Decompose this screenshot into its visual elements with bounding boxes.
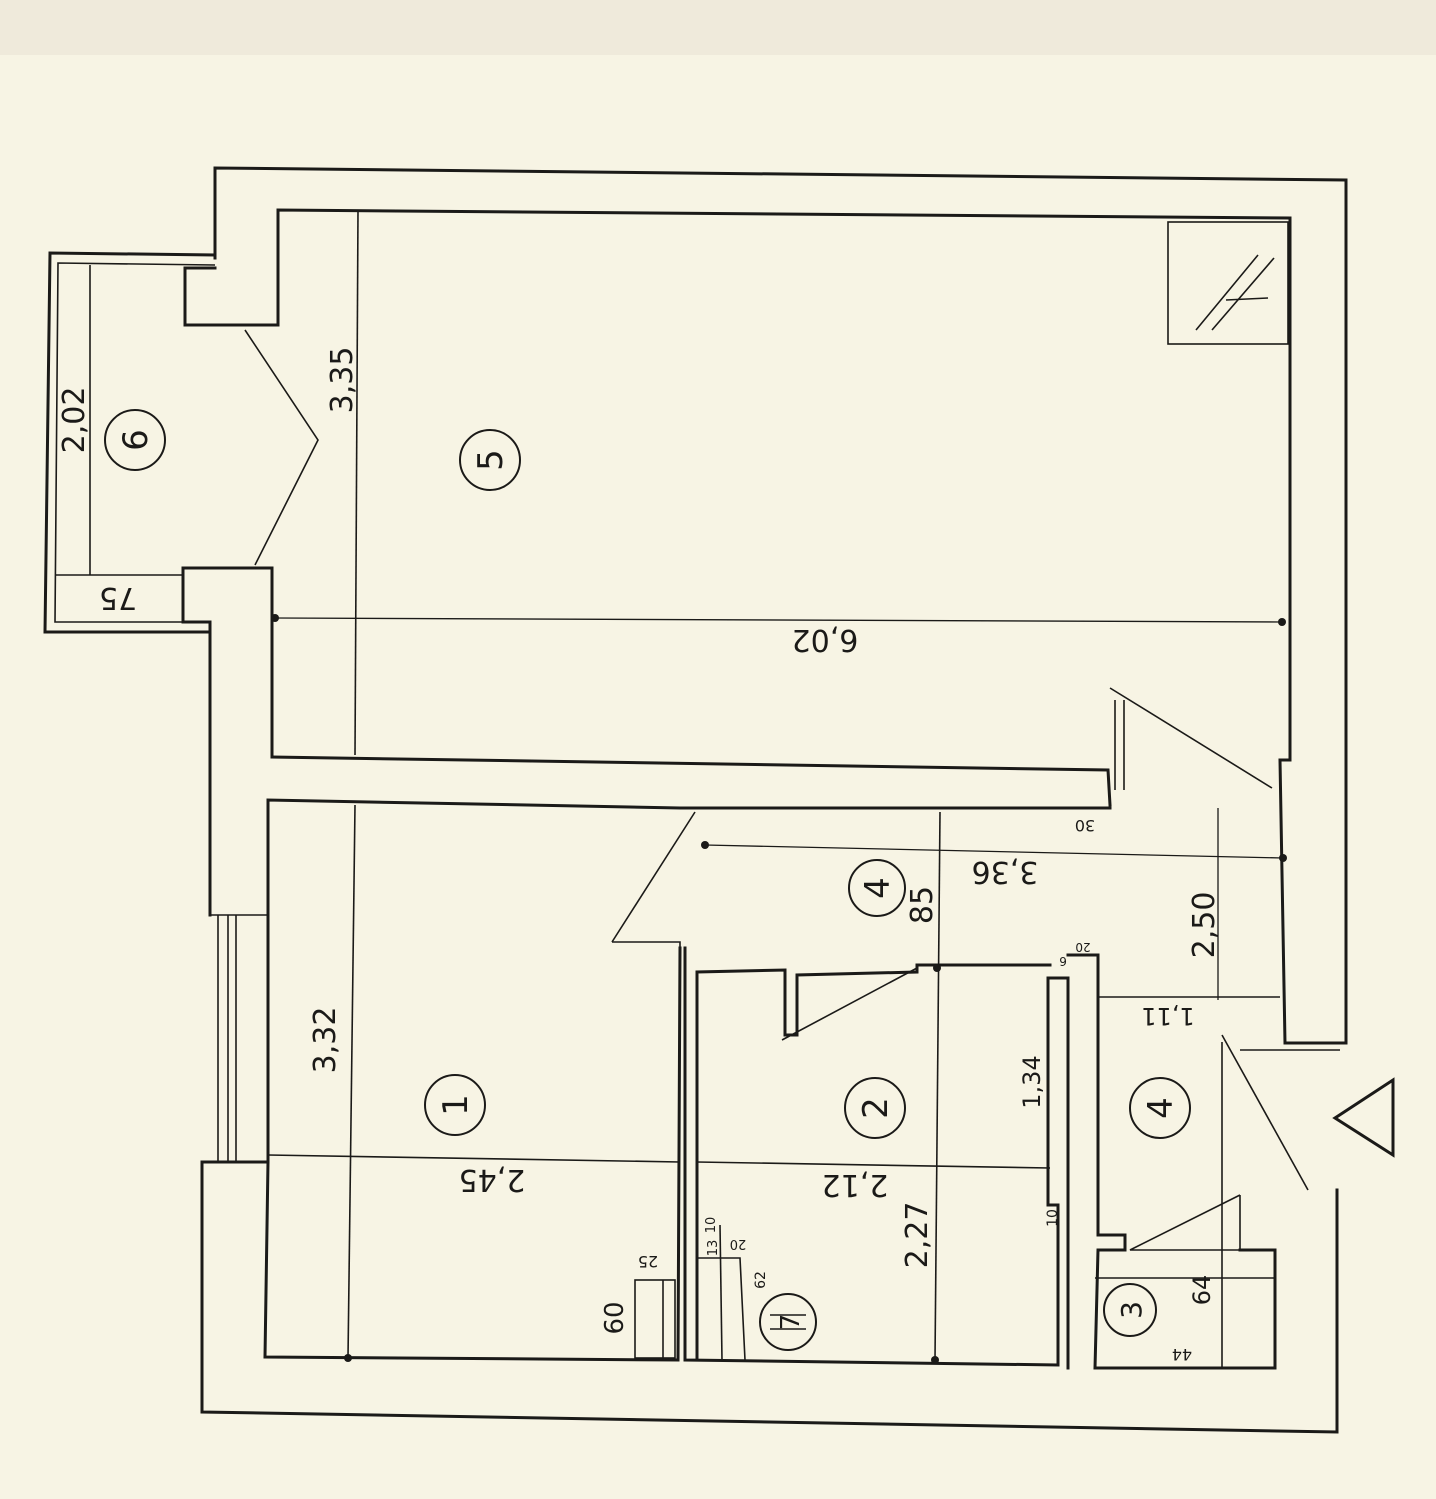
room-4b-label: 4 [1141,1097,1181,1119]
room-3-label: 3 [1115,1301,1148,1319]
dim-room1-length: 3,32 [308,1007,343,1074]
dim-hall-length: 3,36 [972,854,1039,889]
entrance-triangle-icon [1332,1077,1395,1158]
dim-hall-width: 2,50 [1187,892,1222,959]
room-7-label: 7 [776,1314,806,1331]
dim-wall-30: 30 [1075,816,1095,835]
dim-niche-width: 25 [638,1252,658,1271]
dim-bath-width: 44 [1172,1345,1192,1364]
dim-wall-6: 6 [1059,954,1067,968]
hall-walls [1066,953,1340,1370]
dim-room2-width: 2,12 [822,1167,889,1202]
hall-door [1109,687,1273,790]
room-1-walls [210,798,1112,1362]
dim-room1-width: 2,45 [459,1162,526,1197]
dim-room2-side: 1,34 [1018,1055,1046,1108]
dim-balcony-length: 2,02 [57,387,92,454]
dim-wall-20b: 20 [730,1236,747,1251]
dim-room2-length: 2,27 [900,1202,935,1269]
room-2-label: 2 [856,1097,896,1119]
dimension-lines [271,614,1287,1364]
dim-balcony-width: 75 [99,580,137,615]
outer-walls [181,166,1348,1434]
dim-wall-20a: 20 [1075,940,1090,954]
dim-niche-depth: 60 [600,1301,630,1334]
dim-hall-entry: 1,11 [1141,1002,1194,1030]
room-markers [104,409,1191,1351]
dim-room5-length: 6,02 [792,622,859,657]
room-4a-label: 4 [858,877,898,899]
dim-room5-width: 3,35 [325,347,360,414]
room-5-walls [244,209,1289,807]
room-1-label: 1 [436,1094,476,1116]
dim-wall-13: 13 [706,1240,721,1257]
dim-wall-10b: 10 [704,1217,719,1234]
dim-wall-62: 62 [753,1271,769,1289]
dim-hall-door-gap: 85 [905,886,940,924]
balcony [43,251,217,634]
room-2-walls [683,811,1070,1370]
dim-wall-10a: 10 [1045,1209,1061,1227]
room-5-label: 5 [471,449,511,471]
paper-fold [0,0,1436,55]
dim-bath-length: 64 [1188,1275,1216,1306]
room-6-label: 6 [116,429,156,451]
